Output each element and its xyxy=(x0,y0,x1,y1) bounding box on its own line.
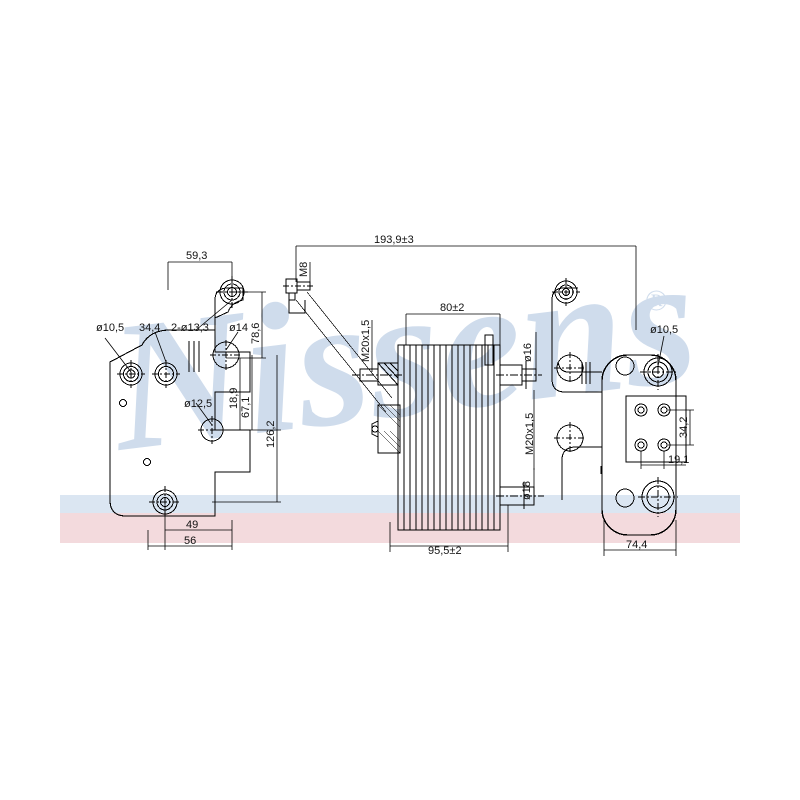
right-upper-bracket xyxy=(551,287,602,393)
center-projection-a xyxy=(295,299,387,413)
leader-34-4 xyxy=(154,331,167,363)
view-center xyxy=(283,278,544,531)
right-upper-bracket-inner xyxy=(557,361,602,373)
watermark-band-blue xyxy=(60,495,740,513)
leader-12-5 xyxy=(195,402,213,426)
center-projection-b xyxy=(306,291,393,399)
center-port-ll-seal xyxy=(371,425,379,433)
center-m8-boss xyxy=(288,292,296,301)
label-49: 49 xyxy=(186,519,198,531)
right-bottom-secondary-hole xyxy=(615,488,635,508)
center-m8-bracket xyxy=(288,300,306,314)
center-dimension-labels: 193,9±3 M8 80±2 M20x1,5 M20x1,5 ø16 ø18 … xyxy=(298,234,536,557)
leader-10-5 xyxy=(104,337,132,373)
center-dimensions xyxy=(295,245,637,552)
center-m8-fitting xyxy=(283,278,314,314)
label-78-6: 78,6 xyxy=(250,323,262,344)
label-m20-bot: M20x1,5 xyxy=(524,413,536,455)
label-59-3: 59,3 xyxy=(186,250,207,262)
center-port-upper-left xyxy=(377,362,399,386)
label-10-5-right: ø10,5 xyxy=(650,324,678,336)
label-95-5: 95,5±2 xyxy=(428,545,462,557)
left-dimension-labels: 59,3 ø10,5 34,4 2-ø13,3 ø14 78,6 18,9 67… xyxy=(96,250,277,547)
right-bolt-plate xyxy=(625,395,687,463)
left-small-hole-lower xyxy=(143,458,151,466)
label-56: 56 xyxy=(184,535,196,547)
leader-14 xyxy=(225,331,239,351)
center-port-ll-hatch xyxy=(377,404,401,454)
label-18-9: 18,9 xyxy=(228,388,240,409)
right-dimensions xyxy=(603,335,694,556)
label-14: ø14 xyxy=(229,322,248,334)
label-80: 80±2 xyxy=(440,302,464,314)
label-193-9: 193,9±3 xyxy=(374,234,414,246)
right-top-secondary-hole xyxy=(615,356,635,376)
label-126-2: 126,2 xyxy=(265,420,277,448)
label-67-1: 67,1 xyxy=(240,397,252,418)
leader-10-5-right xyxy=(657,335,665,367)
label-18: ø18 xyxy=(521,481,533,500)
view-right xyxy=(551,278,687,536)
watermark-band-pink xyxy=(60,513,740,543)
hatch-ul-1 xyxy=(377,362,399,386)
label-19-1: 19,1 xyxy=(668,454,689,466)
left-flange-outline xyxy=(109,329,251,517)
label-16: ø16 xyxy=(522,343,534,362)
center-fins xyxy=(403,345,495,530)
leader-13-3 xyxy=(195,299,233,331)
label-m20-top: M20x1,5 xyxy=(360,320,372,362)
hatch-ul-3 xyxy=(389,362,399,372)
label-34-4: 34,4 xyxy=(139,322,160,334)
label-10-5: ø10,5 xyxy=(96,322,124,334)
label-34-2: 34,2 xyxy=(678,417,690,438)
left-dimensions xyxy=(104,261,281,550)
center-outlet-16-stand xyxy=(484,334,494,366)
label-m8: M8 xyxy=(298,262,310,277)
left-small-hole-upper xyxy=(119,399,127,407)
label-74-4: 74,4 xyxy=(626,539,647,551)
left-upper-arm xyxy=(214,287,243,330)
watermark-registered-icon: ® xyxy=(645,284,668,317)
label-12-5: ø12,5 xyxy=(184,398,212,410)
right-dimension-labels: ø10,5 34,2 19,1 74,4 xyxy=(626,324,690,551)
label-2x13-3: 2-ø13,3 xyxy=(171,322,209,334)
right-bolt-pattern xyxy=(634,403,671,452)
center-fin-stack xyxy=(397,344,501,531)
